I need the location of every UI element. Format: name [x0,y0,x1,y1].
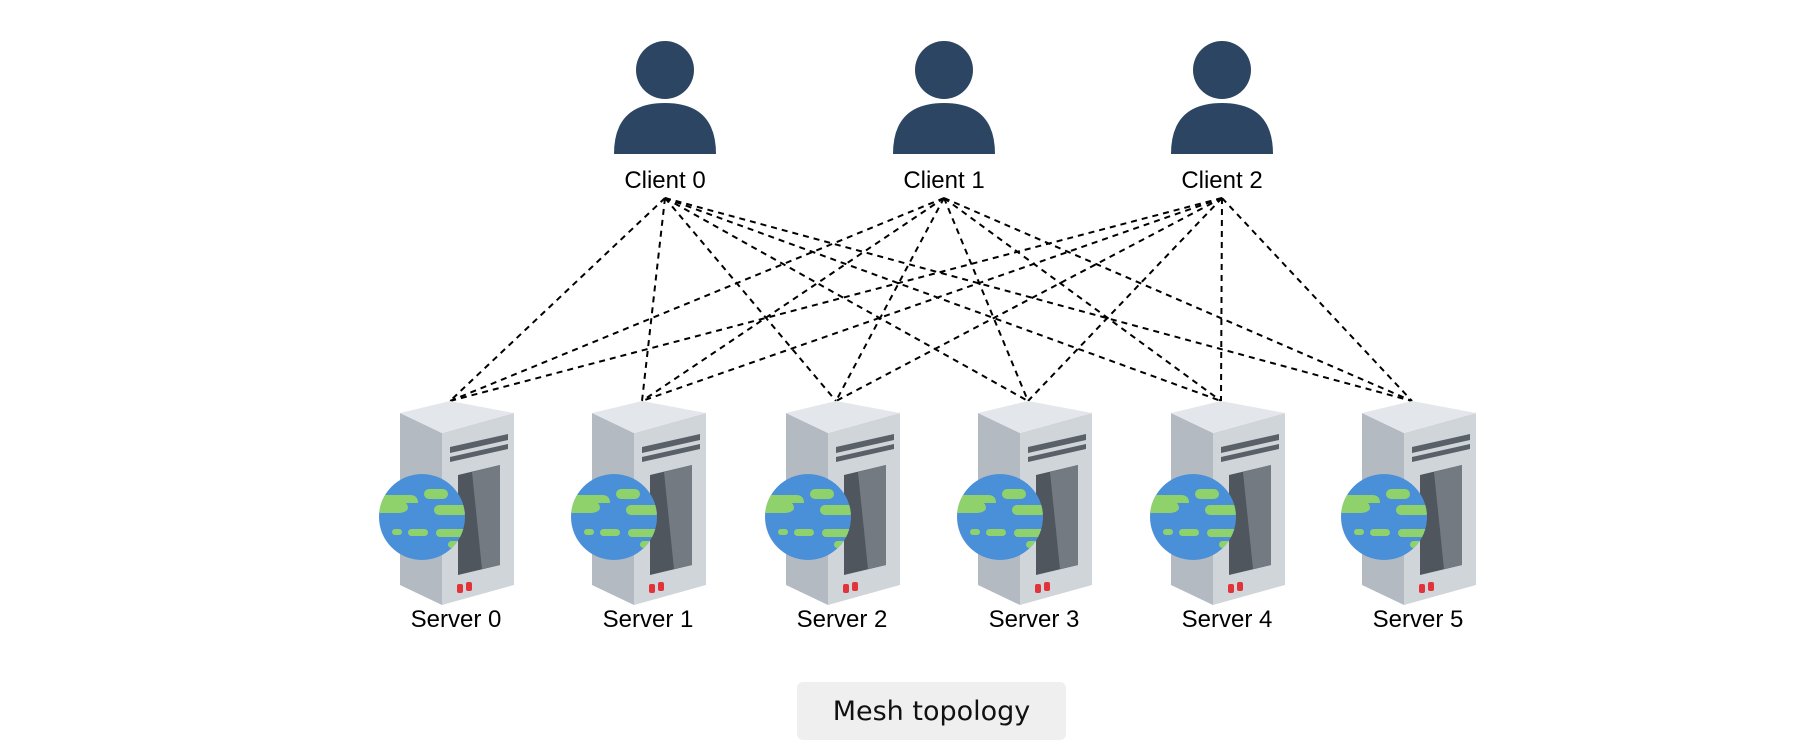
server-label-1: Server 1 [603,606,694,633]
server-node-5: Server 5 [1341,401,1476,633]
user-icon [614,41,716,154]
server-label-5: Server 5 [1373,606,1464,633]
server-node-3: Server 3 [957,401,1092,633]
link-c2-s3 [1027,197,1223,402]
server-label-3: Server 3 [989,606,1080,633]
server-globe-icon [1341,401,1476,605]
link-c2-s1 [641,197,1223,402]
link-c2-s5 [1221,197,1413,402]
server-globe-icon [1150,401,1285,605]
server-globe-icon [957,401,1092,605]
server-node-2: Server 2 [765,401,900,633]
client-label-0: Client 0 [624,167,705,194]
link-c1-s0 [449,197,945,402]
server-label-4: Server 4 [1182,606,1273,633]
client-label-2: Client 2 [1181,167,1262,194]
server-node-0: Server 0 [379,401,514,633]
server-label-0: Server 0 [411,606,502,633]
link-c1-s5 [943,197,1413,402]
link-c2-s4 [1220,197,1223,402]
link-c0-s5 [664,197,1413,402]
user-icon [1171,41,1273,154]
diagram-caption: Mesh topology [832,695,1031,727]
client-label-1: Client 1 [903,167,984,194]
server-globe-icon [379,401,514,605]
server-node-1: Server 1 [571,401,706,633]
nodes-layer: Client 0 Client 1 Client 2 Server 0 Server 1… [379,41,1476,633]
caption-box: Mesh topology [797,682,1066,740]
link-c1-s4 [943,197,1222,402]
server-label-2: Server 2 [797,606,888,633]
link-c1-s2 [835,197,945,402]
link-c1-s1 [641,197,945,402]
client-node-0: Client 0 [614,41,716,194]
server-node-4: Server 4 [1150,401,1285,633]
link-c2-s2 [835,197,1223,402]
client-node-2: Client 2 [1171,41,1273,194]
links-layer [449,197,1413,402]
link-c1-s3 [943,197,1029,402]
link-c0-s1 [641,197,666,402]
server-globe-icon [765,401,900,605]
link-c0-s2 [664,197,837,402]
server-globe-icon [571,401,706,605]
client-node-1: Client 1 [893,41,995,194]
link-c2-s0 [449,197,1223,402]
link-c0-s0 [449,197,666,402]
user-icon [893,41,995,154]
link-c0-s3 [664,197,1029,402]
